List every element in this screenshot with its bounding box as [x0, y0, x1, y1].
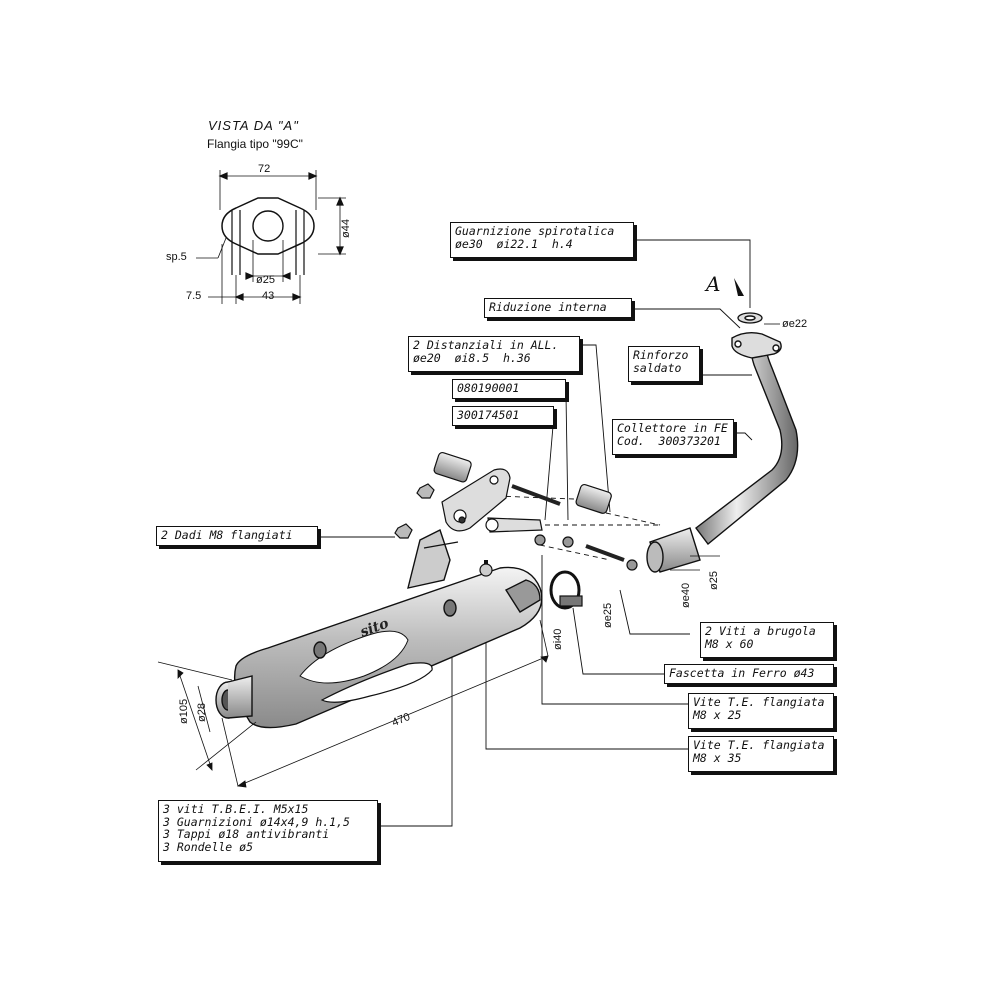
nut-1	[416, 483, 435, 499]
flange-type-label: Flangia tipo "99C"	[207, 137, 303, 151]
callout-kit: 3 viti T.B.E.I. M5x15 3 Guarnizioni ø14x…	[158, 800, 378, 862]
dim-d25-clamp: øe25	[602, 602, 614, 628]
callout-screws60-line1: 2 Viti a brugola	[705, 624, 816, 638]
hardware	[394, 451, 638, 610]
callout-kit-line2: 3 Guarnizioni ø14x4,9 h.1,5	[163, 814, 350, 829]
callout-gasket: Guarnizione spirotalica øe30 øi22.1 h.4	[450, 222, 634, 258]
clamp	[549, 570, 581, 610]
callout-nuts-line1: 2 Dadi M8 flangiati	[161, 528, 293, 542]
callout-clamp: Fascetta in Ferro ø43	[664, 664, 834, 684]
callout-reinforce-line2: saldato	[633, 360, 682, 375]
dim-d105: ø105	[178, 698, 190, 724]
flange-view	[196, 170, 346, 304]
callout-part-b-line1: 300174501	[457, 408, 520, 422]
callout-kit-line1: 3 viti T.B.E.I. M5x15	[163, 802, 309, 816]
flange-slot-left	[231, 210, 241, 275]
inlet-collar	[504, 579, 541, 613]
callout-kit-line3: 3 Tappi ø18 antivibranti	[163, 827, 330, 841]
flange-outline	[221, 197, 315, 255]
callout-kit-line4: 3 Rondelle ø5	[163, 839, 254, 854]
view-marker-label: A	[706, 272, 721, 296]
callout-screw35-line2: M8 x 35	[693, 750, 742, 765]
callout-screw35-line1: Vite T.E. flangiata	[693, 738, 825, 752]
dim-flange-hole-spacing: 43	[262, 290, 275, 302]
long-screw-1	[511, 484, 561, 506]
callout-part-b: 300174501	[452, 406, 554, 426]
callout-screw25: Vite T.E. flangiata M8 x 25	[688, 693, 834, 729]
callout-gasket-line2: øe30 øi22.1 h.4	[455, 236, 573, 251]
callout-nuts: 2 Dadi M8 flangiati	[156, 526, 318, 546]
manifold-flange	[731, 331, 782, 359]
dim-flange-bore: ø25	[256, 274, 275, 286]
dim-di40: øi40	[552, 628, 564, 650]
dim-flange-height: ø44	[340, 219, 352, 238]
callout-screw25-line1: Vite T.E. flangiata	[693, 695, 825, 709]
callout-manifold: Collettore in FE Cod. 300373201	[612, 419, 734, 455]
rubber-block-1	[433, 451, 472, 483]
callout-screws60: 2 Viti a brugola M8 x 60	[700, 622, 834, 658]
rubber-block-2	[575, 483, 612, 514]
callout-reinforce: Rinforzo saldato	[628, 346, 700, 382]
view-title: VISTA DA "A"	[208, 118, 299, 133]
dim-d28: ø28	[196, 703, 208, 722]
callout-part-a-line1: 080190001	[457, 381, 520, 395]
callout-manifold-line2: Cod. 300373201	[617, 433, 721, 448]
long-screw-2	[585, 544, 625, 562]
manifold	[646, 312, 799, 573]
callout-spacers: 2 Distanziali in ALL. øe20 øi8.5 h.36	[408, 336, 580, 372]
muffler-highlight	[299, 630, 409, 684]
nut-2	[394, 523, 413, 539]
callout-gasket-line1: Guarnizione spirotalica	[455, 224, 615, 238]
muffler	[215, 529, 543, 729]
end-cap-hole-1	[313, 641, 327, 659]
callout-reinforce-line1: Rinforzo	[633, 348, 689, 362]
callout-spacers-line2: øe20 øi8.5 h.36	[413, 350, 531, 365]
callout-reducer-line1: Riduzione interna	[489, 300, 607, 314]
callout-spacers-line1: 2 Distanziali in ALL.	[413, 338, 559, 352]
dim-d25-pipe: ø25	[708, 571, 720, 590]
dim-d40: øe40	[680, 582, 692, 608]
dim-d22: øe22	[782, 318, 808, 330]
flange-slot-right	[295, 210, 305, 275]
muffler-slot	[320, 662, 433, 703]
callout-reducer: Riduzione interna	[484, 298, 632, 318]
dim-flange-offset: 7.5	[186, 290, 202, 302]
flange-bore	[252, 210, 284, 242]
callout-screws60-line2: M8 x 60	[705, 636, 754, 651]
dim-flange-thickness: sp.5	[166, 251, 187, 263]
callout-screw25-line2: M8 x 25	[693, 707, 742, 722]
dim-flange-width: 72	[258, 163, 271, 175]
callout-clamp-line1: Fascetta in Ferro ø43	[669, 666, 815, 680]
view-arrow	[734, 278, 744, 296]
muffler-dims	[157, 619, 549, 788]
callout-screw35: Vite T.E. flangiata M8 x 35	[688, 736, 834, 772]
callout-part-a: 080190001	[452, 379, 566, 399]
end-cap-hole-2	[443, 599, 457, 617]
muffler-bracket	[407, 529, 451, 589]
callout-manifold-line1: Collettore in FE	[617, 421, 728, 435]
